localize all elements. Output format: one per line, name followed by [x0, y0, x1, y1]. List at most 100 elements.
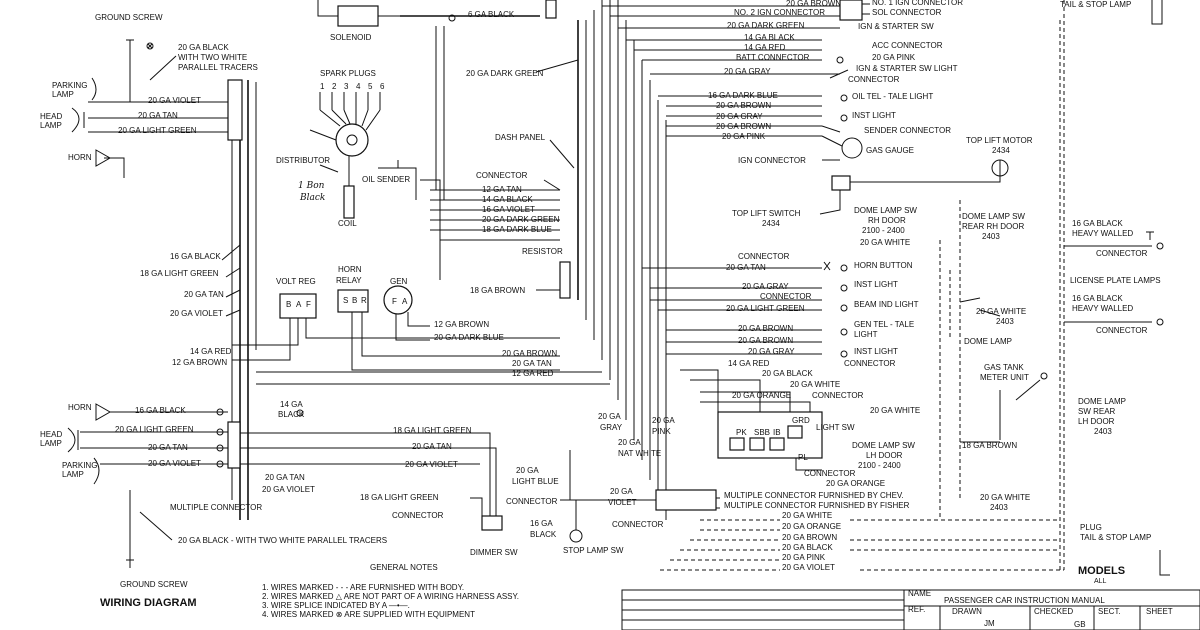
label-connector-ls: CONNECTOR	[812, 391, 864, 400]
label-ls-pk: PK	[736, 428, 747, 437]
label-w-12-brown-left: 12 GA BROWN	[172, 358, 227, 367]
label-mc-chev: MULTIPLE CONNECTOR FURNISHED BY CHEV.	[724, 491, 904, 500]
label-ls-pl: PL	[798, 453, 808, 462]
label-w-20-ga-gray: 20 GA	[598, 412, 621, 421]
label-tail-stop-bottom: TAIL & STOP LAMP	[1080, 533, 1151, 542]
label-connector-horn-btn: CONNECTOR	[738, 252, 790, 261]
label-gen: GEN	[390, 277, 408, 286]
label-w-20-violet-top: 20 GA VIOLET	[148, 96, 201, 105]
label-ls-ib: IB	[773, 428, 781, 437]
label-tb-drawn: DRAWN	[952, 607, 982, 616]
label-gas-tank-meter: GAS TANK	[984, 363, 1024, 372]
label-tb-gb: GB	[1074, 620, 1086, 629]
label-note-2: 2. WIRES MARKED △ ARE NOT PART OF A WIRI…	[262, 592, 519, 601]
label-w-20-pink-ign: 20 GA PINK	[722, 132, 766, 141]
label-tb-sheet: SHEET	[1146, 607, 1173, 616]
rear-area	[959, 0, 1170, 576]
label-w-20-violet-mid: 20 GA VIOLET	[405, 460, 458, 469]
label-parking-lamp-bottom: PARKING	[62, 461, 97, 470]
label-w-12-tan: 12 GA TAN	[482, 185, 522, 194]
label-inst-light-top: INST LIGHT	[852, 111, 896, 120]
label-parking-lamp-top-2: LAMP	[52, 90, 74, 99]
label-oil-sender: OIL SENDER	[362, 175, 410, 184]
label-dome-lamp-sw-rh: DOME LAMP SW	[854, 206, 917, 215]
label-horn-relay-2: RELAY	[336, 276, 362, 285]
label-vr-b: B	[286, 300, 291, 309]
label-connector-right-2: CONNECTOR	[1096, 326, 1148, 335]
label-w-20-white-rh: 20 GA WHITE	[860, 238, 910, 247]
label-lh-door-rear: LH DOOR	[1078, 417, 1115, 426]
label-multiple-connector-left: MULTIPLE CONNECTOR	[170, 503, 262, 512]
label-w-20-gray-inst2: 20 GA GRAY	[748, 347, 795, 356]
label-w-20-gray-ign: 20 GA GRAY	[724, 67, 771, 76]
label-distributor: DISTRIBUTOR	[276, 156, 330, 165]
label-w-20-brown-mid: 20 GA BROWN	[502, 349, 557, 358]
label-plug-1: 1	[320, 82, 325, 91]
label-lh-door: LH DOOR	[866, 451, 903, 460]
label-w-18-lt-green-dim: 18 GA LIGHT GREEN	[360, 493, 439, 502]
label-gen-tell-tale: GEN TEL - TALE	[854, 320, 914, 329]
label-w-20-white-b: 20 GA WHITE	[782, 511, 832, 520]
label-models-all: ALL	[1094, 578, 1107, 585]
label-gen-f: F	[392, 297, 397, 306]
equipment-markers	[216, 14, 456, 468]
label-w-20-white-2403: 20 GA WHITE	[976, 307, 1026, 316]
label-w-18-lt-green-left: 18 GA LIGHT GREEN	[140, 269, 219, 278]
label-rear-rh-door: REAR RH DOOR	[962, 222, 1024, 231]
label-heavy-walled-2: HEAVY WALLED	[1072, 304, 1133, 313]
label-w-16-black-left: 16 GA BLACK	[170, 252, 221, 261]
lamp-symbols-left	[67, 39, 134, 568]
label-gas-tank-meter-2: METER UNIT	[980, 373, 1029, 382]
label-w-14-red-ign: 14 GA RED	[744, 43, 786, 52]
label-w-20-brown-top: 20 GA BROWN	[786, 0, 841, 8]
label-dome-lamp-sw-lh: DOME LAMP SW	[852, 441, 915, 450]
label-license-plate: LICENSE PLATE LAMPS	[1070, 276, 1161, 285]
label-w-18-dark-blue: 18 GA DARK BLUE	[482, 225, 552, 234]
label-ign-starter-sw-light: IGN & STARTER SW LIGHT	[856, 64, 958, 73]
label-w-20-brown-gen: 20 GA BROWN	[738, 324, 793, 333]
label-head-lamp-bottom-2: LAMP	[40, 439, 62, 448]
label-w-6-black: 6 GA BLACK	[468, 10, 515, 19]
dash-bundle	[256, 0, 667, 520]
label-acc-connector: ACC CONNECTOR	[872, 41, 943, 50]
label-head-lamp-bottom: HEAD	[40, 430, 62, 439]
label-ign-starter-sw: IGN & STARTER SW	[858, 22, 934, 31]
label-w-20-tan-mc: 20 GA TAN	[265, 473, 305, 482]
label-tail-stop-top: TAIL & STOP LAMP	[1060, 0, 1131, 9]
label-plug-5: 5	[368, 82, 373, 91]
label-rh-door-num: 2100 - 2400	[862, 226, 905, 235]
label-coil: COIL	[338, 219, 357, 228]
label-horn-bottom: HORN	[68, 403, 92, 412]
label-ls-sbb: SBB	[754, 428, 770, 437]
label-lh-door-num: 2100 - 2400	[858, 461, 901, 470]
label-solenoid: SOLENOID	[330, 33, 372, 42]
label-gas-gauge: GAS GAUGE	[866, 146, 914, 155]
label-dome-lamp-sw-rear-lh: DOME LAMP	[1078, 397, 1126, 406]
label-gen-tell-tale-2: LIGHT	[854, 330, 878, 339]
label-w-black-14: BLACK	[278, 410, 305, 419]
label-w-16-black-bottom: 16 GA BLACK	[135, 406, 186, 415]
label-w-20-dark-green-top: 20 GA DARK GREEN	[466, 69, 544, 78]
label-no1-ign-connector: NO. 1 IGN CONNECTOR	[872, 0, 963, 7]
label-w-20-violet-left: 20 GA VIOLET	[170, 309, 223, 318]
label-w-tracers-3: PARALLEL TRACERS	[178, 63, 258, 72]
label-models: MODELS	[1078, 565, 1125, 577]
label-top-lift-switch: TOP LIFT SWITCH	[732, 209, 801, 218]
label-top-lift-motor-num: 2434	[992, 146, 1010, 155]
label-parking-lamp-top: PARKING	[52, 81, 87, 90]
label-tb-ref: REF.	[908, 605, 925, 614]
label-w-nat-white: NAT WHITE	[618, 449, 661, 458]
instrument-area	[642, 0, 1065, 571]
label-horn-button: HORN BUTTON	[854, 261, 913, 270]
label-w-20-ga-white-ls: 20 GA WHITE	[790, 380, 840, 389]
title-block	[621, 589, 1200, 630]
dimmer-stop	[470, 432, 656, 543]
label-w-16-black-heavy: 16 GA BLACK	[1072, 219, 1123, 228]
label-w-20-lt-green-bottom: 20 GA LIGHT GREEN	[115, 425, 194, 434]
label-plug-6: 6	[380, 82, 385, 91]
label-w-20-ga-lb: 20 GA	[516, 466, 539, 475]
label-ground-screw-top: GROUND SCREW	[95, 13, 163, 22]
label-plug-3: 3	[344, 82, 349, 91]
label-w-12-red-mid: 12 GA RED	[512, 369, 554, 378]
